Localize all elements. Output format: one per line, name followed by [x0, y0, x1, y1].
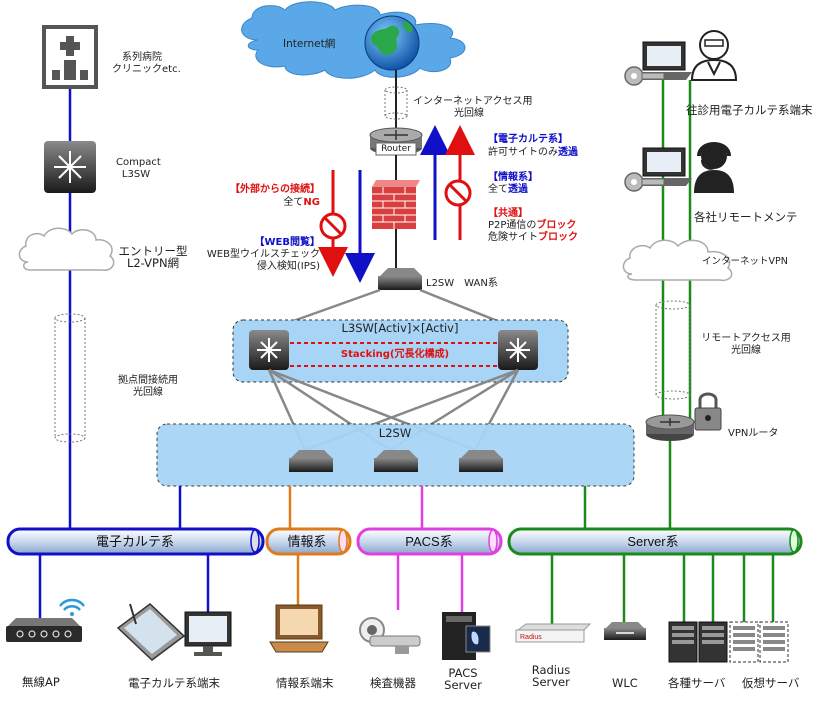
- doctor-icon: [690, 30, 738, 81]
- web-title: 【WEB閲覧】: [254, 237, 320, 248]
- wlc-label: WLC: [612, 676, 638, 690]
- globe-icon: [364, 15, 420, 71]
- radius-box-text: Radius: [520, 634, 542, 641]
- virtual-server-icon: [729, 621, 759, 663]
- wireless-ap-label: 無線AP: [22, 675, 60, 689]
- exam-device-icon: [359, 617, 421, 654]
- key-icon: [624, 172, 665, 192]
- block-icon: [444, 179, 472, 207]
- inet-optical-line-icon: [384, 86, 408, 120]
- support-operator-icon: [694, 142, 734, 193]
- server-tower-icon: [668, 621, 698, 663]
- web-desc: WEB型ウイルスチェック侵入検知(IPS): [206, 249, 320, 272]
- stacking-label: Stacking(冗長化構成): [340, 349, 450, 360]
- emr-policy-desc: 許可サイトのみ透過: [488, 147, 578, 158]
- internet-vpn-cloud: [622, 239, 733, 282]
- remote-line-label: リモートアクセス用光回線: [701, 333, 791, 356]
- l3sw-icon: [498, 330, 538, 370]
- l3sw-group-box: [232, 319, 569, 383]
- bus-emr: [6, 527, 265, 556]
- info-terminal-icon: [269, 604, 329, 653]
- l3sw-group-title: L3SW[Activ]×[Activ]: [341, 321, 459, 335]
- internet-vpn-label: インターネットVPN: [702, 256, 788, 267]
- router-label: Router: [381, 144, 411, 154]
- pacs-server-icon: [442, 612, 491, 660]
- remote-optical-line-icon: [655, 300, 691, 400]
- key-icon: [624, 66, 665, 86]
- l2sw-wan-icon: [378, 268, 422, 290]
- bus-info: [265, 527, 352, 556]
- lock-icon: [694, 392, 722, 431]
- common-desc: P2P通信のブロック危険サイトブロック: [488, 220, 578, 243]
- vpn-router-label: VPNルータ: [728, 428, 779, 439]
- l2vpn-cloud: [18, 227, 115, 271]
- l3sw-icon: [249, 330, 289, 370]
- vpn-router-icon: [645, 414, 695, 441]
- bus-label-info: 情報系: [287, 534, 326, 549]
- compact-l3sw-icon: [44, 141, 96, 193]
- l2sw-group-title: L2SW: [378, 426, 412, 440]
- l2sw-wan-label: L2SW WAN系: [426, 278, 498, 289]
- tablet-icon: [116, 603, 186, 661]
- router-icon: [369, 127, 423, 156]
- site-optical-line-icon: [54, 313, 86, 443]
- l2sw-icon: [459, 450, 503, 472]
- servers-label: 各種サーバ: [668, 676, 726, 690]
- emr-policy-title: 【電子カルテ系】: [488, 134, 568, 145]
- info-policy-title: 【情報系】: [488, 172, 538, 183]
- l2sw-icon: [289, 450, 333, 472]
- bus-label-server: Server系: [627, 534, 678, 549]
- maintenance-label: 各社リモートメンテ: [694, 210, 798, 224]
- block-icon: [319, 212, 347, 240]
- radius-server-icon: Radius: [515, 623, 592, 643]
- server-tower-icon: [698, 621, 728, 663]
- home-emr-label: 往診用電子カルテ系端末: [686, 103, 813, 117]
- bus-label-pacs: PACS系: [405, 534, 452, 549]
- common-title: 【共通】: [488, 208, 528, 219]
- external-desc: 全てNG: [283, 197, 320, 208]
- hospital-label: 系列病院クリニックetc.: [112, 52, 181, 75]
- virtual-server-icon: [759, 621, 789, 663]
- firewall-icon: [372, 180, 420, 229]
- virtual-servers-label: 仮想サーバ: [742, 676, 800, 690]
- info-policy-desc: 全て透過: [488, 184, 528, 195]
- bus-label-emr: 電子カルテ系: [96, 534, 174, 549]
- bus-pacs: [356, 527, 503, 556]
- wlc-icon: [604, 622, 646, 640]
- exam-device-label: 検査機器: [370, 676, 416, 690]
- external-title: 【外部からの接続】: [230, 184, 320, 195]
- wireless-ap-icon: [6, 618, 82, 642]
- info-terminal-label: 情報系端末: [276, 676, 334, 690]
- internet-label: Internet網: [283, 38, 336, 50]
- site-line-label: 拠点間接続用光回線: [118, 375, 178, 398]
- emr-terminal-label: 電子カルテ系端末: [128, 676, 220, 690]
- hospital-icon: [42, 25, 98, 89]
- internet-cloud: [241, 1, 466, 79]
- l2sw-icon: [374, 450, 418, 472]
- wifi-icon: [59, 598, 85, 616]
- bus-server: [507, 527, 803, 556]
- desktop-monitor-icon: [184, 611, 232, 656]
- inet-access-label: インターネットアクセス用光回線: [413, 96, 533, 119]
